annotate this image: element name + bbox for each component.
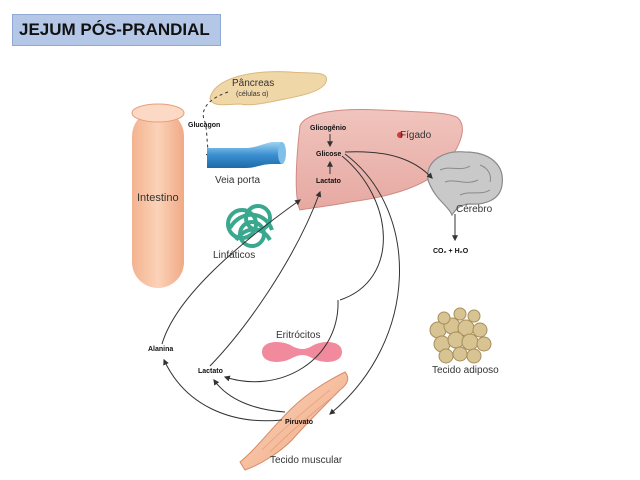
pancreas-label: Pâncreas [232, 78, 274, 89]
lactato-label: Lactato [198, 368, 223, 375]
erythrocytes [262, 342, 342, 362]
glicose-to-brain-arrow [344, 151, 433, 179]
alanina-to-liver-arrow [161, 199, 301, 345]
figado-label: Fígado [400, 130, 432, 141]
piruvato-to-lactato-arrow [213, 379, 286, 413]
tecido-adiposo-label: Tecido adiposo [432, 365, 499, 376]
slide-title: JEJUM PÓS-PRANDIAL [12, 14, 221, 46]
glicogenio-label: Glicogênio [310, 125, 346, 132]
muscle [239, 371, 349, 471]
erythrocytes-to-lactato-arrow [223, 299, 339, 383]
co2-h2o-label: CO₂ + H₂O [433, 248, 469, 255]
lymphatics [226, 204, 274, 248]
piruvato-to-alanina-arrow [163, 358, 283, 422]
glucagon-arrow [202, 91, 229, 160]
pancreas-cells-label: (células α) [236, 91, 268, 98]
liver-marker [397, 132, 403, 138]
glicose-to-muscle-arrow [329, 153, 400, 415]
brain [427, 151, 503, 217]
pancreas [209, 71, 327, 106]
lactato-to-liver-arrow [209, 190, 322, 367]
glicose-to-erythrocytes-arrow [339, 155, 384, 301]
cerebro-label: Cérebro [456, 204, 493, 215]
portal-vein [207, 142, 286, 168]
intestino-label: Intestino [137, 192, 179, 204]
piruvato-label: Piruvato [285, 419, 313, 426]
linfaticos-label: Linfáticos [213, 250, 255, 261]
veia-porta-label: Veia porta [215, 175, 260, 186]
glucagon-label: Glucagon [188, 122, 220, 129]
eritrocitos-label: Eritrócitos [276, 330, 320, 341]
intestine [131, 103, 185, 288]
glicose-label: Glicose [316, 151, 341, 158]
alanina-label: Alanina [148, 346, 173, 353]
lactato-liver-label: Lactato [316, 178, 341, 185]
tecido-muscular-label: Tecido muscular [270, 455, 343, 466]
adipose-tissue [429, 307, 492, 364]
